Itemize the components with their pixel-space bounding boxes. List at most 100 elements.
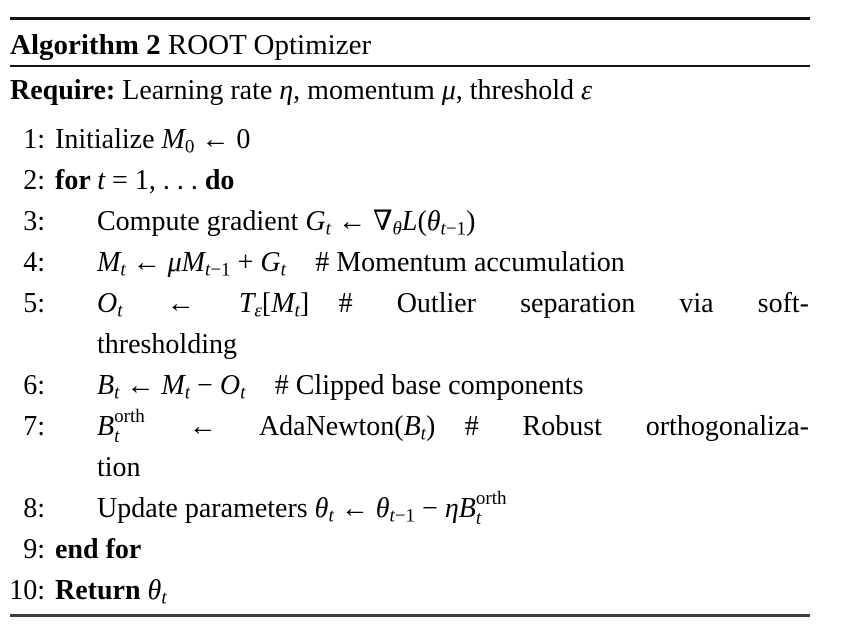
- superscript: orth: [475, 488, 507, 510]
- text-segment: t: [440, 218, 446, 240]
- text-segment: ←: [194, 124, 237, 155]
- visual-line: Mt ← μMt−1 + Gt# Momentum accumulation: [97, 242, 809, 283]
- text-segment: tion: [97, 452, 141, 483]
- text-segment: G: [305, 206, 326, 237]
- text-segment: do: [204, 165, 235, 196]
- require-line: Require: Learning rate η, momentum μ, th…: [10, 73, 810, 109]
- text-segment: ←: [119, 370, 162, 401]
- text-segment: [: [261, 288, 272, 319]
- text-segment: L: [401, 206, 418, 237]
- line-number: 4:: [23, 247, 45, 278]
- algorithm-line: 6: Bt ← Mt − Ot # Clipped base components: [7, 365, 842, 406]
- visual-line: Return θt: [55, 570, 809, 611]
- text-segment: Update parameters: [97, 493, 315, 524]
- line-content: end for: [55, 529, 842, 570]
- text-segment: −: [415, 493, 445, 524]
- text-segment: ←: [144, 411, 259, 442]
- text-segment: −: [190, 370, 220, 401]
- text-segment: = 1, . . .: [105, 165, 205, 196]
- algorithm-line: 5: Ot ← Tε[Mt]# Outlier separation via so…: [7, 283, 842, 365]
- line-number: 6:: [23, 370, 45, 401]
- visual-line: Bt ← Mt − Ot # Clipped base components: [97, 365, 809, 406]
- text-segment: O: [97, 288, 118, 319]
- line-content: Mt ← μMt−1 + Gt# Momentum accumulation: [55, 242, 842, 283]
- text-segment: t: [120, 259, 126, 281]
- text-segment: G: [260, 247, 281, 278]
- algorithm-line: 10: Return θt: [7, 570, 842, 611]
- line-content: Bt ← Mt − Ot # Clipped base components: [55, 365, 842, 406]
- line-number: 8:: [23, 493, 45, 524]
- text-segment: t: [114, 382, 120, 404]
- text-segment: t: [240, 382, 246, 404]
- line-number: 2:: [23, 165, 45, 196]
- text-segment: +: [230, 247, 261, 278]
- algorithm-line: 3: Compute gradient Gt ← ∇θL(θt−1): [7, 201, 842, 242]
- text-segment: θ: [375, 493, 390, 524]
- text-segment: t: [184, 382, 191, 404]
- line-number: 1:: [23, 124, 45, 155]
- superscript: orth: [114, 406, 145, 428]
- text-segment: M: [161, 370, 185, 401]
- text-segment: t: [97, 165, 106, 196]
- text-segment: B: [97, 411, 115, 442]
- line-number: 3:: [23, 206, 45, 237]
- text-segment: t: [161, 587, 167, 609]
- visual-line: tion: [97, 447, 809, 488]
- line-content: for t = 1, . . . do: [55, 160, 842, 201]
- line-content: Return θt: [55, 570, 842, 611]
- text-segment: Return: [55, 575, 148, 606]
- line-content: Initialize M0 ← 0: [55, 119, 842, 160]
- text-segment: Initialize: [55, 124, 162, 155]
- text-segment: ε: [254, 300, 262, 322]
- text-segment: M: [161, 124, 185, 155]
- visual-line: thresholding: [97, 324, 809, 365]
- line-content: Ot ← Tε[Mt]# Outlier separation via soft…: [55, 283, 842, 365]
- text-segment: 0: [236, 124, 251, 155]
- text-segment: θ: [426, 206, 441, 237]
- algorithm-line: 4:Mt ← μMt−1 + Gt# Momentum accumulation: [7, 242, 842, 283]
- text-segment: Require:: [10, 75, 116, 106]
- visual-line: Initialize M0 ← 0: [55, 119, 809, 160]
- text-segment: ←: [122, 288, 239, 319]
- line-content: Compute gradient Gt ← ∇θL(θt−1): [55, 201, 842, 242]
- text-segment: end for: [55, 534, 142, 565]
- text-segment: −1: [210, 259, 231, 281]
- text-segment: ROOT Optimizer: [160, 29, 372, 61]
- text-segment: # Clipped base components: [274, 370, 584, 401]
- text-segment: (: [417, 206, 427, 237]
- text-segment: # Momentum accumulation: [315, 247, 625, 278]
- text-segment: θ: [314, 493, 329, 524]
- text-segment: ←: [333, 493, 376, 524]
- visual-line: end for: [55, 529, 809, 570]
- bottom-rule: [10, 614, 810, 617]
- text-segment: t: [294, 300, 300, 322]
- line-number: 9:: [23, 534, 45, 565]
- subscript: t: [114, 425, 120, 447]
- text-segment: B: [97, 370, 115, 401]
- text-segment: η: [279, 75, 294, 106]
- text-segment: O: [219, 370, 241, 401]
- text-segment: B: [403, 411, 421, 442]
- text-segment: t: [328, 505, 334, 527]
- text-segment: ): [425, 411, 436, 442]
- text-segment: ∇: [372, 206, 393, 237]
- line-number: 5:: [23, 288, 45, 319]
- text-segment: Compute gradient: [97, 206, 306, 237]
- text-segment: # Robust orthogonaliza-: [464, 411, 809, 442]
- text-segment: t: [117, 300, 123, 322]
- text-segment: ε: [581, 75, 593, 106]
- text-segment: Learning rate: [115, 75, 280, 106]
- text-segment: Algorithm 2: [10, 29, 161, 61]
- text-segment: θ: [392, 218, 402, 240]
- text-segment: M: [97, 247, 121, 278]
- text-segment: # Outlier separation via soft-: [338, 288, 810, 319]
- algorithm-line: 1:Initialize M0 ← 0: [7, 119, 842, 160]
- text-segment: θ: [147, 575, 162, 606]
- line-number: 10:: [9, 575, 45, 606]
- text-segment: M: [271, 288, 295, 319]
